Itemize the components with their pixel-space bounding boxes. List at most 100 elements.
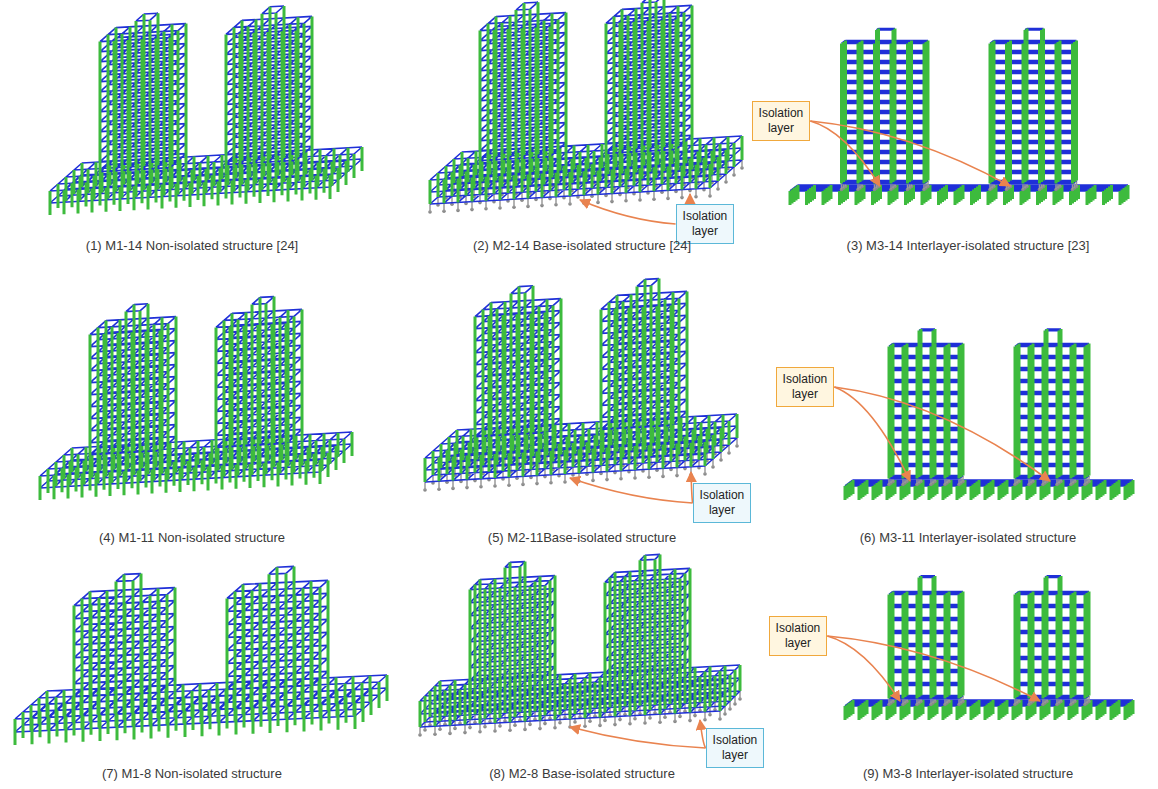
beam-lines — [889, 592, 963, 699]
column-lines — [475, 299, 561, 449]
column-lines — [842, 41, 929, 184]
leader-arrow — [827, 636, 1040, 701]
leader-arrow — [834, 387, 1050, 481]
column-lines — [919, 329, 935, 345]
column-lines — [637, 279, 659, 301]
frame-model — [428, 0, 744, 214]
leader-arrow — [689, 194, 691, 204]
leader-arrow — [570, 478, 693, 503]
beam-lines — [505, 562, 525, 568]
figure-caption: (5) M2-11Base-isolated structure — [488, 530, 676, 546]
callout-text: Isolation layer — [683, 209, 728, 239]
figure-caption: (2) M2-14 Base-isolated structure [24] — [473, 238, 691, 254]
column-lines — [889, 592, 963, 699]
beam-lines — [262, 6, 284, 14]
beam-lines — [990, 41, 1077, 184]
column-lines — [1015, 344, 1089, 479]
beam-lines — [425, 414, 737, 482]
column-lines — [1045, 576, 1061, 593]
callout-box: Isolation layer — [769, 616, 828, 656]
column-lines — [605, 568, 690, 686]
frame-model — [790, 29, 1128, 206]
column-lines — [216, 309, 302, 459]
beam-lines — [269, 566, 294, 574]
column-lines — [642, 0, 664, 15]
frame-model — [50, 6, 362, 215]
callout-text: Isolation layer — [713, 733, 758, 763]
figure-caption: (9) M3-8 Interlayer-isolated structure — [863, 766, 1073, 782]
callout-text: Isolation layer — [783, 372, 828, 402]
column-lines — [136, 13, 158, 33]
column-lines — [601, 291, 687, 441]
column-lines — [126, 304, 148, 326]
column-lines — [990, 41, 1077, 184]
frame-model — [845, 329, 1133, 500]
figure-caption: (1) M1-14 Non-isolated structure [24] — [86, 238, 298, 254]
column-lines — [90, 317, 176, 467]
beam-lines — [252, 297, 274, 305]
beam-lines — [1015, 592, 1089, 699]
callout-box: Isolation layer — [776, 367, 835, 407]
beam-lines — [637, 279, 659, 287]
beam-lines — [642, 0, 664, 3]
beam-lines — [1015, 344, 1089, 479]
leader-arrow — [580, 200, 676, 224]
beam-lines — [136, 13, 158, 21]
figure-caption: (8) M2-8 Base-isolated structure — [489, 766, 675, 782]
frame-model — [15, 566, 387, 745]
column-lines — [505, 562, 525, 583]
beam-lines — [842, 41, 929, 184]
frame-model — [40, 297, 352, 500]
column-lines — [420, 665, 740, 727]
column-lines — [606, 5, 692, 163]
column-lines — [425, 414, 737, 482]
frame-model — [845, 576, 1133, 720]
column-lines — [877, 29, 896, 43]
callout-text: Isolation layer — [759, 106, 804, 136]
column-lines — [100, 24, 186, 182]
callout-text: Isolation layer — [700, 488, 745, 518]
column-lines — [470, 576, 555, 694]
column-lines — [50, 147, 362, 215]
figure-caption: (7) M1-8 Non-isolated structure — [102, 766, 282, 782]
column-lines — [480, 13, 566, 171]
beam-lines — [116, 574, 141, 582]
figure-caption: (6) M3-11 Interlayer-isolated structure — [860, 530, 1077, 546]
callout-box: Isolation layer — [752, 101, 811, 141]
leader-arrow — [810, 121, 1010, 186]
column-lines — [262, 6, 284, 26]
leader-arrow — [570, 727, 706, 748]
column-lines — [40, 432, 352, 500]
column-lines — [1015, 592, 1089, 699]
beam-lines — [470, 576, 555, 681]
beam-lines — [605, 568, 690, 673]
callout-box: Isolation layer — [706, 728, 765, 768]
column-lines — [1045, 329, 1061, 345]
callout-text: Isolation layer — [776, 621, 821, 651]
beam-lines — [430, 136, 742, 204]
column-lines — [516, 2, 538, 22]
column-lines — [269, 566, 294, 589]
beam-lines — [420, 665, 740, 727]
figure-caption: (4) M1-11 Non-isolated structure — [99, 530, 285, 546]
column-lines — [116, 574, 141, 597]
column-lines — [845, 480, 1133, 500]
column-lines — [227, 580, 328, 702]
column-lines — [1025, 29, 1044, 43]
beam-lines — [126, 304, 148, 312]
column-lines — [226, 16, 312, 174]
frame-model — [418, 554, 742, 736]
beam-lines — [511, 286, 533, 294]
column-lines — [430, 136, 742, 204]
column-lines — [790, 185, 1128, 205]
figure-caption: (3) M3-14 Interlayer-isolated structure … — [847, 238, 1090, 254]
beam-lines — [516, 2, 538, 10]
column-lines — [15, 675, 387, 745]
column-lines — [252, 297, 274, 319]
column-lines — [845, 700, 1133, 720]
frame-model — [423, 279, 739, 492]
column-lines — [919, 576, 935, 593]
column-lines — [511, 286, 533, 308]
